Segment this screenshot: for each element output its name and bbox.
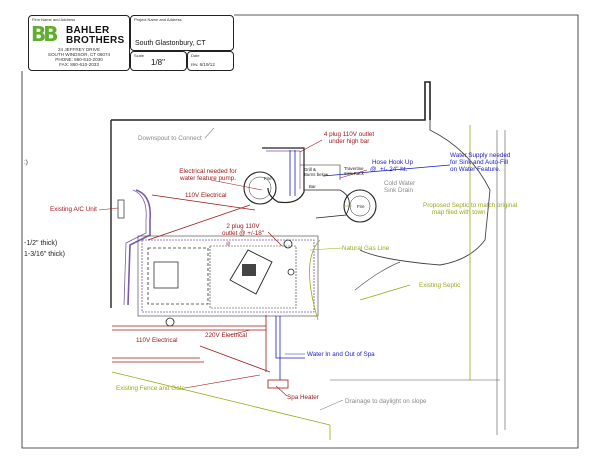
scale-label: Scale [134,53,145,58]
label-hose-1: Hose Hook Up [372,159,413,166]
counter-wing-2 [300,164,341,180]
label-cold-water-1: Cold Water [384,180,416,187]
outlet-circle-right [283,239,293,249]
label-outlet-4plug-2: under high bar [328,138,370,145]
fire-pit-left [243,171,277,205]
label-fire-left: Fire [264,176,272,181]
label-110v-bottom: 110V Electrical [136,337,178,344]
house-outline [111,81,431,121]
firm-box: Firm Name and Address BB BAHLER BROTHERS… [28,15,130,71]
label-hose-2: +/- 24" ht. [380,166,408,173]
fence-line [185,389,331,426]
date-value: rev. 6/19/12 [191,62,215,67]
outlet-circle-right2 [287,268,295,276]
bar-counter-inner [266,150,301,189]
label-grill-1: Grill & [304,167,316,172]
property-curve-lower [354,261,401,291]
firm-label: Firm Name and Address [32,17,76,22]
label-thick-1: -1/2" thick) [24,240,58,247]
address-line1: 24 JEFFREY DRIVE [57,47,101,52]
project-label: Project Name and Address [134,17,182,22]
label-travertine-1: Travertine [344,166,364,171]
label-septic-2: map filed with town [432,209,486,216]
electrical-lines [112,194,271,373]
bar-counter [262,147,305,204]
fax-line: FAX: 860-610-2033 [59,62,99,67]
label-outlet-4plug-1: 4 plug 110V outlet [323,131,375,138]
label-travertine-2: Sink Rack [344,171,364,176]
leader-lines [98,127,368,411]
label-natural-gas: Natural Gas Line [342,245,390,252]
address-line2: SOUTH WINDSOR, CT 06074 [47,52,111,57]
water-lines [275,150,451,380]
scale-box: Scale 1/8" [130,51,187,71]
label-septic-1: Proposed Septic to match original [423,202,518,209]
label-water-supply-3: on Water Feature. [450,166,501,173]
fire-table-core [242,264,256,276]
label-downspout: Downspout to Connect [138,135,202,142]
gas-line [309,239,321,321]
patio-outline [137,235,319,317]
label-220v: 220V Electrical [205,332,247,339]
label-grill-2: Burns below [304,172,329,177]
sheet-border [21,14,579,449]
water-spa-line [275,316,305,359]
label-existing-ac: Existing A/C Unit [50,206,97,213]
label-cold-water-2: Sink Drain [384,187,414,194]
company-name-line1: BAHLER [66,25,110,36]
spa-heater-box [267,379,289,389]
dashed-area [209,245,297,309]
label-bracket: :) [24,159,28,166]
label-hose-at: @ [370,166,377,173]
ac-unit [117,199,125,219]
label-water-supply-1: Water Supply needed [450,152,511,159]
label-bar: Bar [309,184,316,189]
spa-outlet-circle [165,317,175,327]
fire-pit-right [343,189,377,223]
project-box: Project Name and Address South Glastonbu… [130,15,234,51]
patio-wall-curve [127,189,152,306]
olive-lines [111,125,471,440]
label-spa-heater: Spa Heater [287,394,319,401]
date-label: Date [191,53,200,58]
property-curve [359,120,491,266]
spa-pad [147,247,209,305]
label-thick-2: 1-3/16" thick) [24,251,66,258]
fire-pit-left-inner [248,176,272,200]
patio-wall-curve-inner [123,189,147,306]
company-logo: BB [31,22,59,46]
label-electrical-pump-1: Electrical needed for [179,168,237,175]
counter-wing [304,189,350,219]
electrical-110v-top-2 [147,204,251,241]
electrical-110v-top [151,194,256,211]
date-box: Date rev. 6/19/12 [187,51,234,71]
label-fence-gate: Existing Fence and Gate [116,385,185,392]
project-name: South Glastonbury, CT [135,40,206,47]
company-name-line2: BROTHERS [66,35,125,46]
label-water-spa: Water In and Out of Spa [307,351,375,358]
patio-border [141,239,315,313]
water-supply-line [322,164,451,177]
label-110v-top: 110V Electrical [185,192,227,199]
label-outlet-2plug-2: outlet @ +/-18" [221,230,265,237]
label-outlet-at: @ [226,241,231,246]
label-drainage: Drainage to daylight on slope [345,398,427,405]
fire-table [229,249,273,295]
label-outlet-2plug-1: 2 plug 110V [226,223,260,230]
electrical-to-heater [199,345,271,373]
label-fire-right: Fire [357,204,365,209]
scale-value: 1/8" [151,58,165,67]
label-existing-septic: Existing Septic [419,282,461,289]
existing-septic-line [359,284,411,301]
label-water-supply-2: for Sink and Auto-Fill [450,159,509,166]
fence-line-3 [111,371,187,391]
phone-line: PHONE: 860-610-2030 [55,57,103,62]
spa-box [153,261,179,289]
label-electrical-pump-2: water feature pump. [179,175,236,182]
